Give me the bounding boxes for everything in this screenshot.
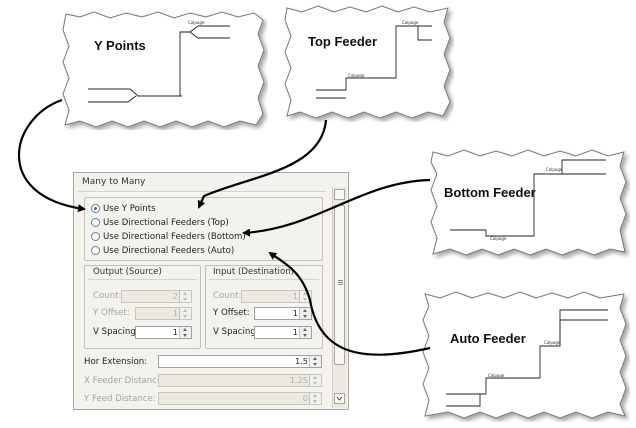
radio-directional-feeders-bottom[interactable]: Use Directional Feeders (Bottom) (91, 230, 246, 243)
radio-directional-feeders-auto-label: Use Directional Feeders (Auto) (103, 245, 235, 256)
input-destination-title: Input (Destination) (213, 267, 295, 277)
callout-top-feeder-caption-upper: Calpage (402, 20, 419, 25)
input-yoffset-label: Y Offset: (213, 308, 250, 318)
radio-use-y-points-label: Use Y Points (103, 203, 156, 214)
scroll-down-button[interactable] (334, 393, 345, 404)
callout-y-points-caption: Calpage (188, 20, 205, 25)
input-count-stepper[interactable]: 1 (241, 290, 312, 303)
scroll-up-button[interactable] (334, 189, 345, 200)
output-vspacing-value: 1 (172, 327, 178, 337)
callout-bottom-feeder: Bottom Feeder Calpage Calpage (428, 148, 630, 260)
stepper-arrows-icon (299, 308, 311, 319)
x-feeder-distance-label: X Feeder Distance: (84, 376, 166, 386)
callout-y-points-frame (62, 11, 265, 128)
input-count-value: 1 (292, 291, 298, 301)
output-vspacing-label: V Spacing: (93, 327, 139, 337)
callout-auto-feeder-caption-lower: Calpage (488, 373, 505, 378)
x-feeder-distance-stepper[interactable]: 1.25 (158, 374, 322, 387)
input-vspacing-stepper[interactable]: 1 (254, 326, 312, 339)
callout-auto-feeder-caption-upper: Calpage (544, 340, 561, 345)
output-count-stepper[interactable]: 2 (121, 290, 192, 303)
input-count-label: Count: (213, 291, 242, 301)
x-feeder-distance-value: 1.25 (289, 375, 308, 385)
y-feed-distance-value: 0 (302, 393, 308, 403)
callout-bottom-feeder-title: Bottom Feeder (444, 185, 536, 200)
y-feed-distance-label: Y Feed Distance: (84, 394, 156, 404)
output-vspacing-stepper[interactable]: 1 (135, 326, 192, 339)
callout-bottom-feeder-caption-lower: Calpage (490, 236, 507, 241)
callout-top-feeder-title: Top Feeder (308, 34, 378, 49)
output-source-divider (88, 279, 197, 280)
callout-auto-feeder-title: Auto Feeder (450, 331, 526, 346)
callout-y-points: Y Points Calpage (60, 10, 268, 130)
output-source-group (84, 265, 201, 349)
chevron-down-icon (336, 396, 343, 401)
input-yoffset-stepper[interactable]: 1 (254, 307, 312, 320)
radio-unchecked-icon (91, 218, 100, 227)
hor-extension-value: 1.5 (294, 356, 308, 366)
stepper-arrows-icon (309, 393, 321, 404)
callout-top-feeder: Top Feeder Calpage Calpage (282, 4, 454, 122)
output-yoffset-label: Y Offset: (93, 308, 130, 318)
callout-bottom-feeder-caption-upper: Calpage (546, 167, 563, 172)
panel-title-divider (78, 191, 326, 192)
radio-directional-feeders-auto[interactable]: Use Directional Feeders (Auto) (91, 244, 234, 257)
callout-y-points-title: Y Points (94, 38, 146, 53)
callout-bottom-feeder-frame (430, 149, 627, 256)
y-feed-distance-stepper[interactable]: 0 (158, 392, 322, 405)
radio-directional-feeders-top[interactable]: Use Directional Feeders (Top) (91, 216, 229, 229)
input-vspacing-label: V Spacing: (213, 327, 259, 337)
panel-scrollbar[interactable] (332, 187, 347, 408)
stepper-arrows-icon (179, 308, 191, 319)
output-yoffset-stepper[interactable]: 1 (135, 307, 192, 320)
radio-use-y-points[interactable]: Use Y Points (91, 202, 156, 215)
output-yoffset-value: 1 (172, 308, 178, 318)
stepper-arrows-icon (309, 356, 321, 367)
stepper-arrows-icon (299, 327, 311, 338)
radio-directional-feeders-bottom-label: Use Directional Feeders (Bottom) (103, 231, 246, 242)
input-vspacing-value: 1 (292, 327, 298, 337)
output-count-value: 2 (172, 291, 178, 301)
output-source-title: Output (Source) (93, 267, 162, 277)
hor-extension-stepper[interactable]: 1.5 (158, 355, 322, 368)
stepper-arrows-icon (309, 375, 321, 386)
panel-title: Many to Many (82, 177, 146, 187)
radio-unchecked-icon (91, 232, 100, 241)
callout-top-feeder-frame (284, 5, 451, 119)
scrollbar-thumb[interactable] (334, 205, 345, 365)
hor-extension-label: Hor Extension: (84, 357, 148, 367)
stepper-arrows-icon (299, 291, 311, 302)
callout-auto-feeder: Auto Feeder Calpage Calpage (420, 290, 630, 422)
radio-directional-feeders-top-label: Use Directional Feeders (Top) (103, 217, 229, 228)
many-to-many-panel: Many to Many Use Y Points Use Directiona… (73, 172, 349, 410)
callout-auto-feeder-frame (422, 291, 627, 419)
stepper-arrows-icon (179, 291, 191, 302)
radio-checked-icon (91, 204, 100, 213)
input-destination-divider (209, 279, 319, 280)
radio-unchecked-icon (91, 246, 100, 255)
stepper-arrows-icon (179, 327, 191, 338)
callout-top-feeder-caption-lower: Calpage (348, 73, 365, 78)
output-count-label: Count: (93, 291, 122, 301)
input-yoffset-value: 1 (292, 308, 298, 318)
